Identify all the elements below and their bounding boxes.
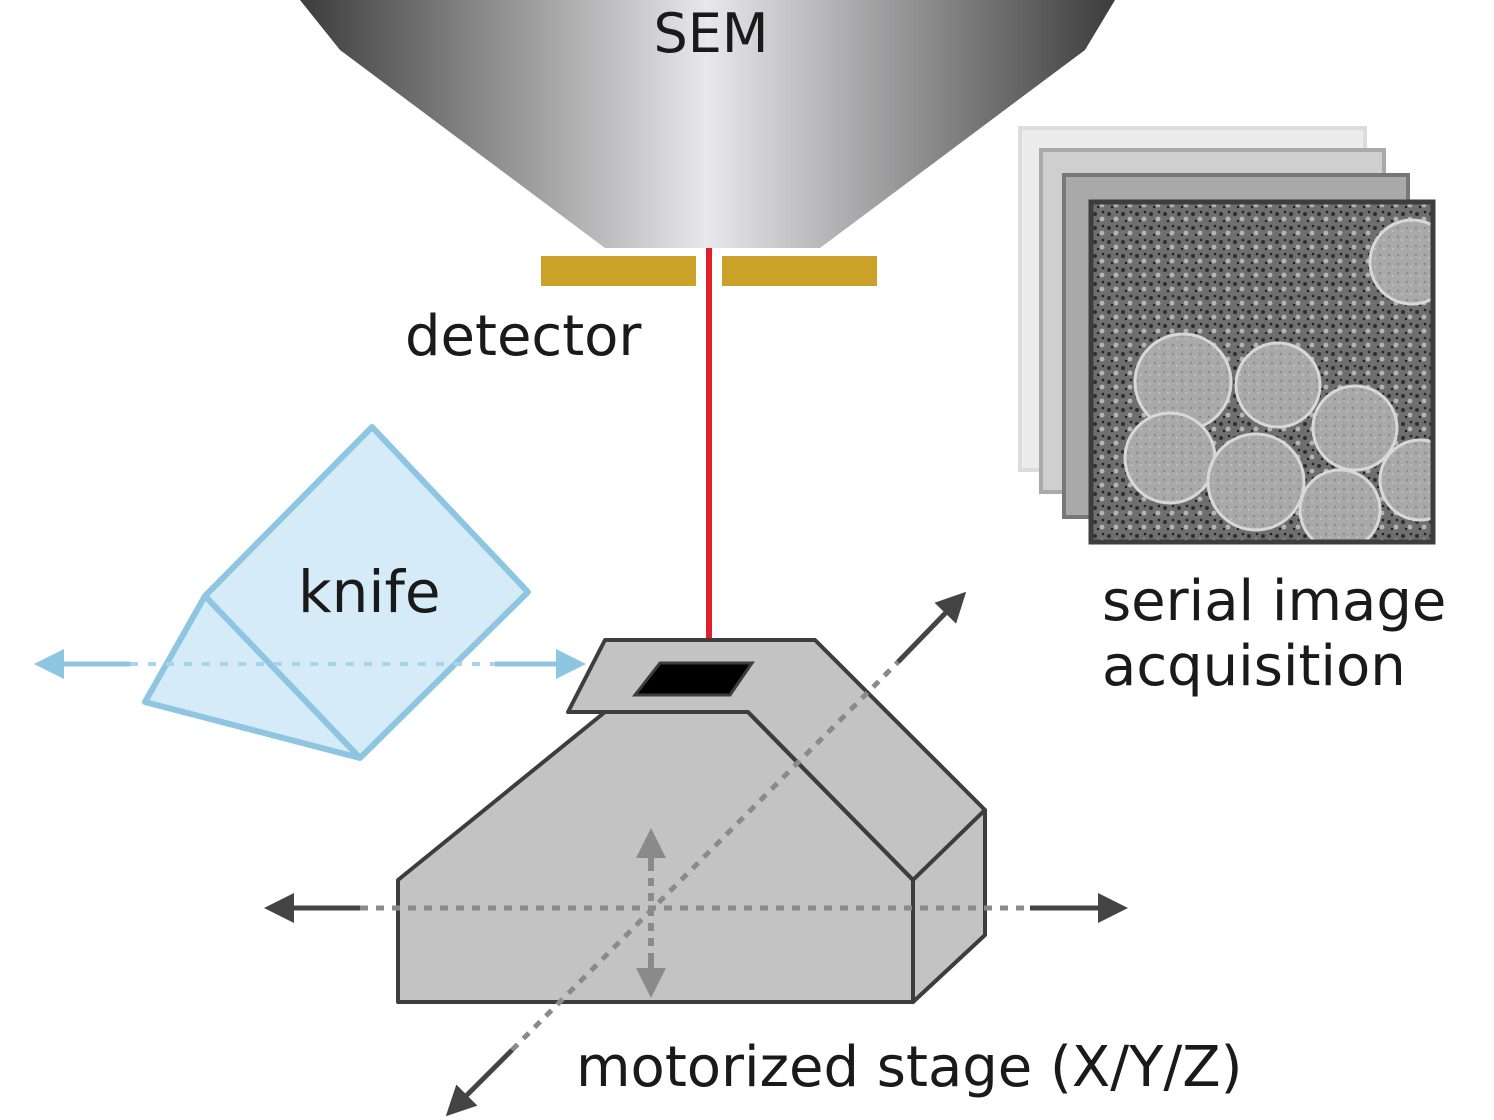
y-arrow-up: [898, 596, 962, 662]
detector-label: detector: [405, 304, 642, 369]
sem-label: SEM: [654, 2, 769, 65]
sem-column: SEM: [300, 0, 1115, 248]
detector: detector: [405, 256, 877, 369]
detector-plate-right: [722, 256, 877, 286]
image-layer-front: [1091, 202, 1460, 550]
serial-label-line2: acquisition: [1102, 634, 1406, 699]
serial-label-line1: serial image: [1102, 569, 1446, 634]
y-arrow-down: [450, 1050, 512, 1112]
serial-image-stack: serial image acquisition: [1020, 128, 1460, 699]
knife-label: knife: [298, 558, 441, 626]
detector-plate-left: [541, 256, 696, 286]
knife: knife: [40, 427, 580, 758]
stage-label: motorized stage (X/Y/Z): [576, 1035, 1242, 1100]
